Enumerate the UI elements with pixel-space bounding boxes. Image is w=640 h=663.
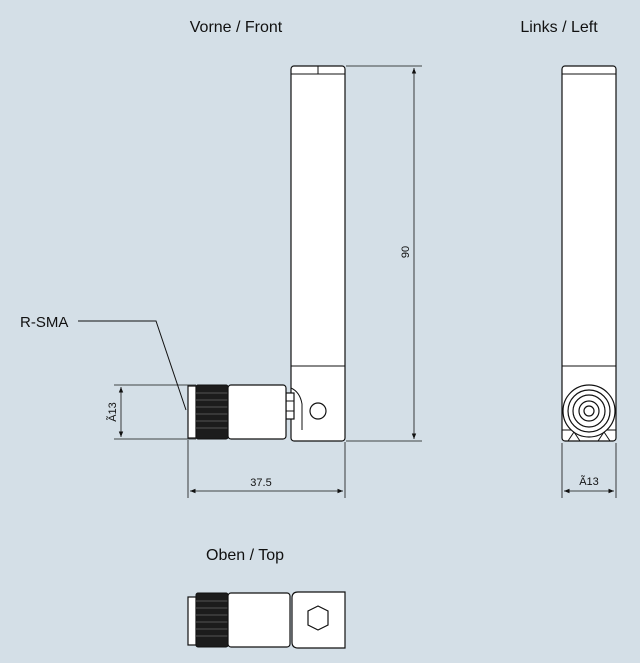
left-connector-face xyxy=(562,384,616,438)
top-hinge-head xyxy=(291,591,346,649)
front-diameter-text: Ã13 xyxy=(106,402,119,422)
connector-leader: R-SMA xyxy=(20,314,187,411)
top-view: Oben / Top xyxy=(187,547,346,649)
hex-socket xyxy=(307,605,329,631)
left-view-title: Links / Left xyxy=(520,19,598,36)
front-diameter-dimension: Ã13 xyxy=(106,384,196,440)
front-connector xyxy=(187,384,287,440)
top-connector xyxy=(187,592,291,648)
center-pin xyxy=(583,405,595,417)
height-dimension-text: 90 xyxy=(400,246,412,258)
front-view-title: Vorne / Front xyxy=(190,19,283,36)
hinge-screw xyxy=(309,402,327,420)
front-antenna-body xyxy=(290,65,346,442)
left-diameter-dimension: Ã13 xyxy=(561,443,617,498)
length-dimension: 37.5 xyxy=(187,440,346,498)
connector-label: R-SMA xyxy=(20,314,68,331)
length-dimension-text: 37.5 xyxy=(250,477,271,489)
left-view: Ã13 Links / Left xyxy=(520,19,617,498)
left-diameter-text: Ã13 xyxy=(579,475,599,488)
top-view-title: Oben / Top xyxy=(206,547,284,564)
front-view: R-SMA 90 37.5 Ã13 Vorne / Front xyxy=(20,19,422,498)
height-dimension: 90 xyxy=(346,65,422,442)
left-antenna-body xyxy=(561,65,617,442)
